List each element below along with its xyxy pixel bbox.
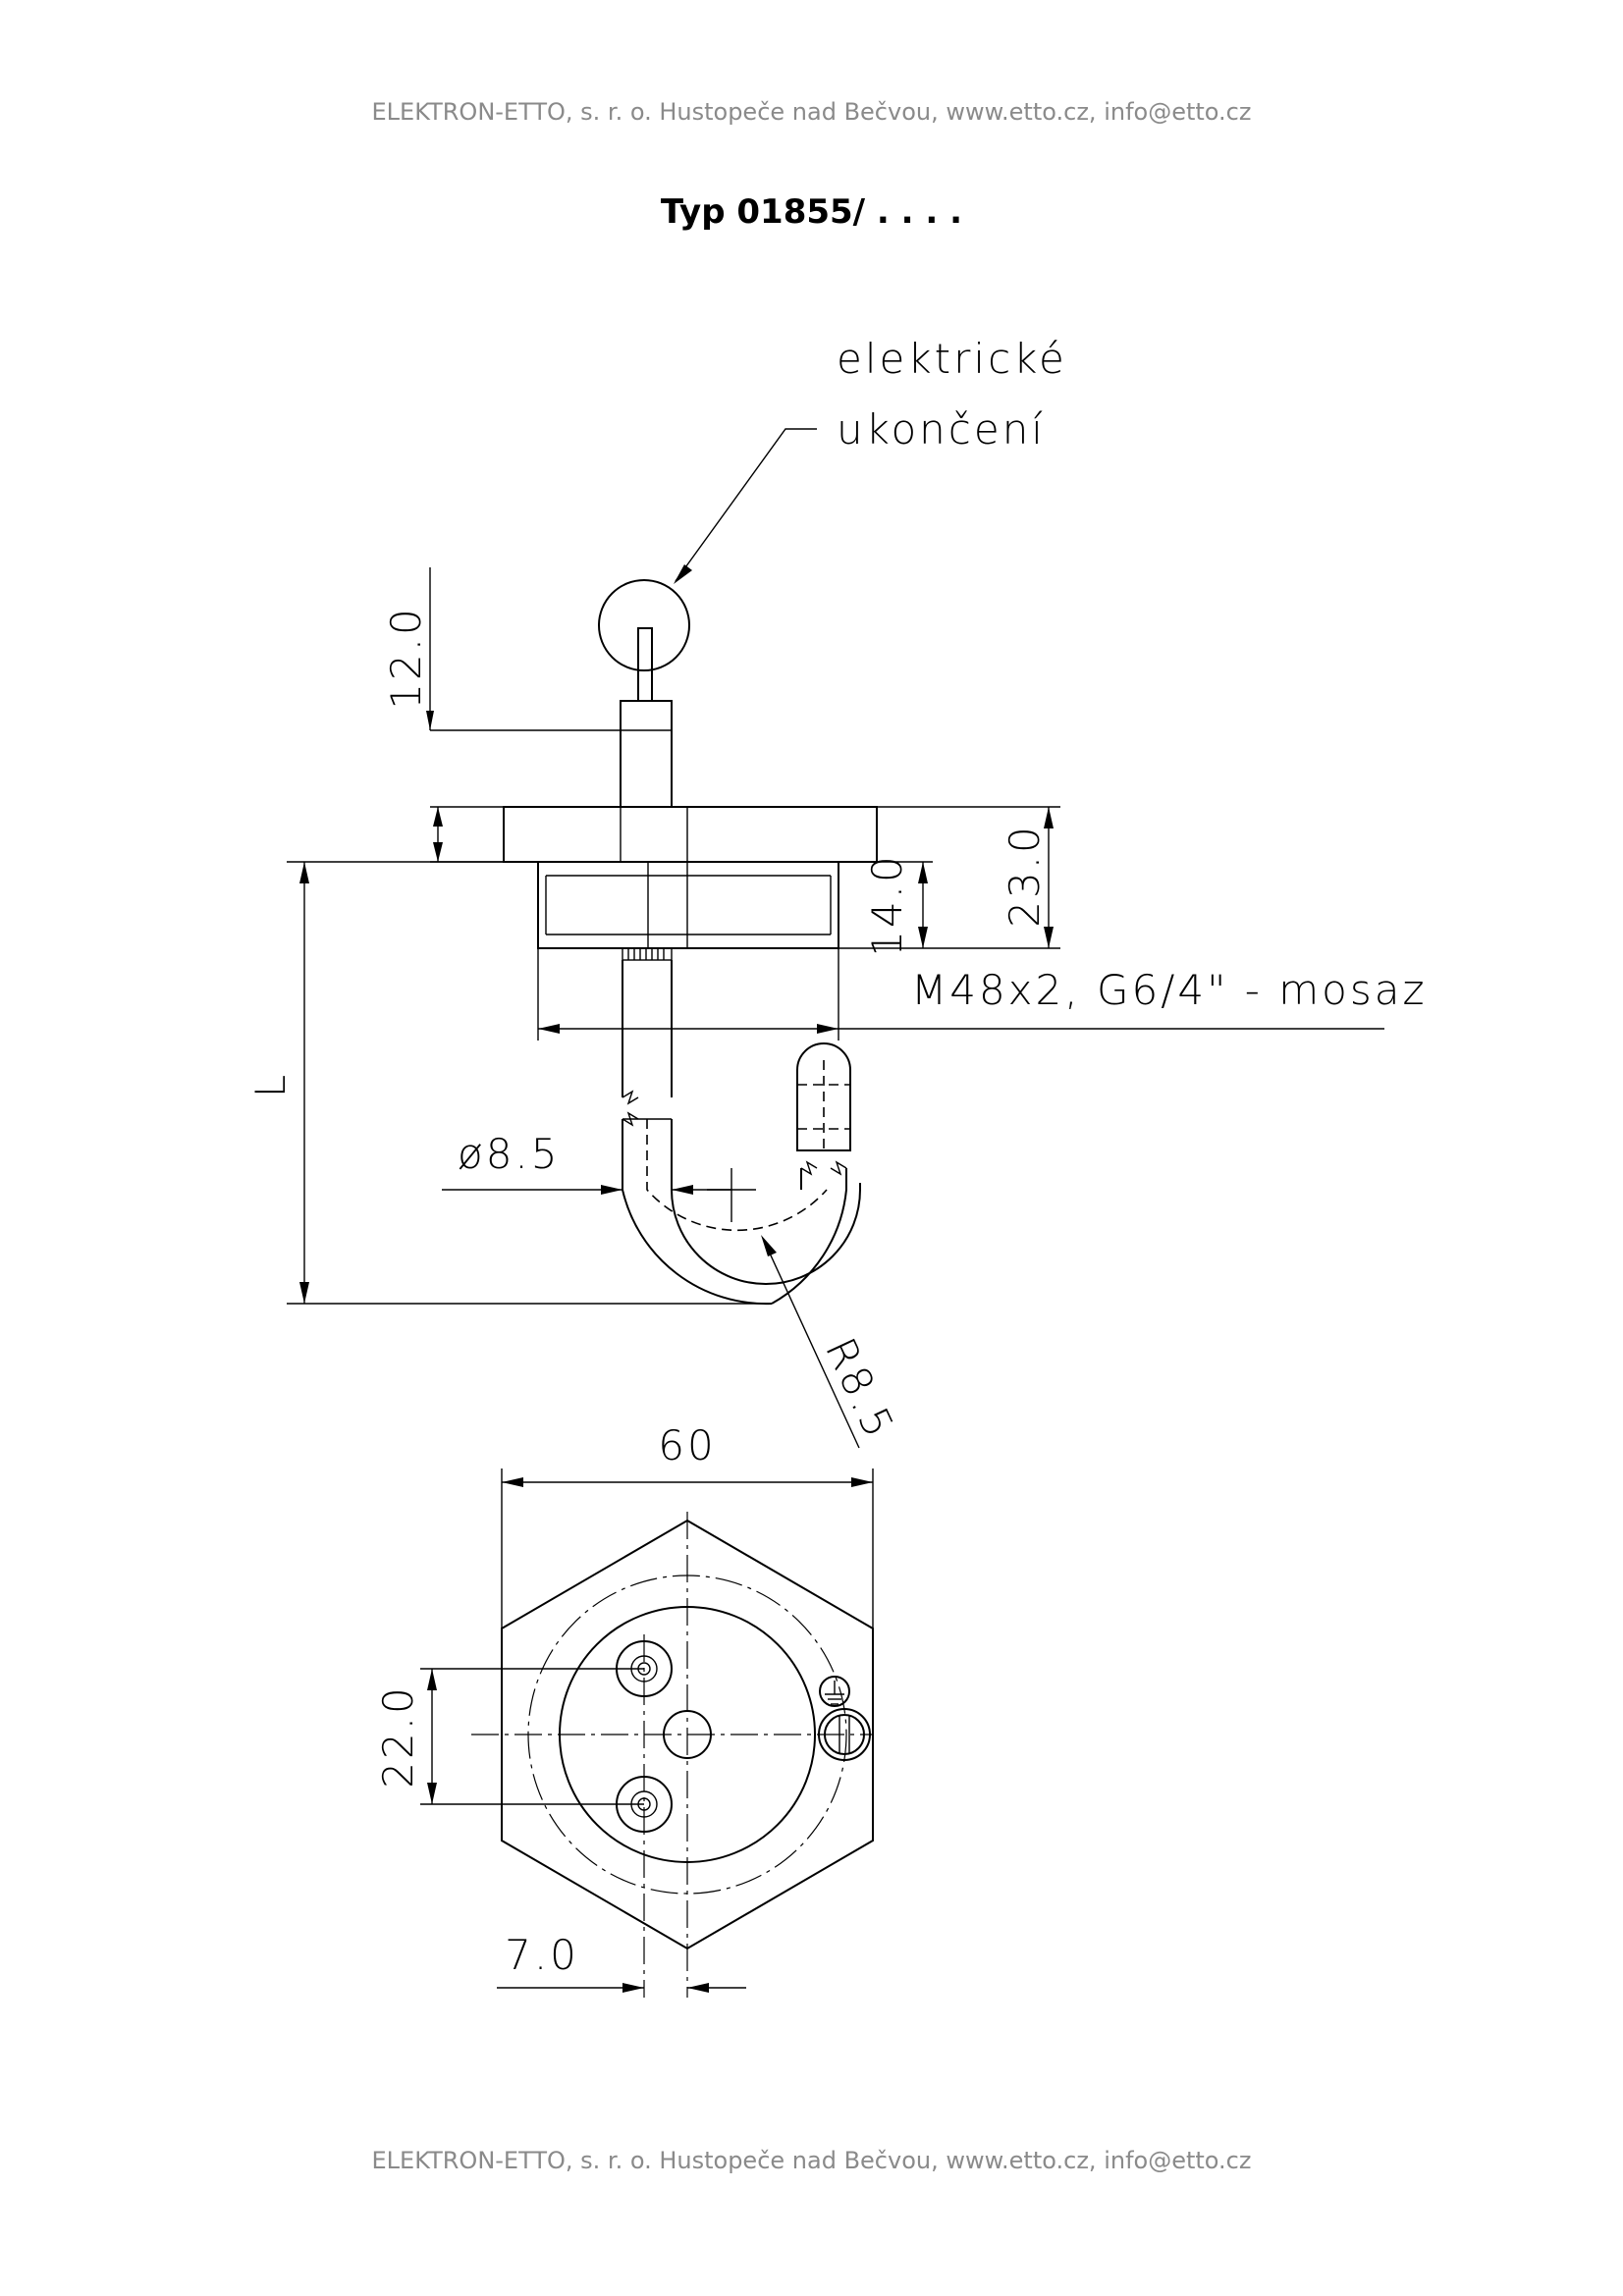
termination-circle xyxy=(598,579,690,671)
u-bend-outer xyxy=(622,1119,773,1306)
side-view xyxy=(503,579,878,1306)
page-title: Typ 01855/ . . . . xyxy=(660,192,963,232)
thread-spec-label: M48x2, G6/4" - mosaz xyxy=(911,966,1428,1014)
dim-tube-dia-label: ø8.5 xyxy=(458,1130,561,1178)
termination-label-line1: elektrické xyxy=(837,335,1067,383)
flange xyxy=(503,806,878,863)
page-footer: ELEKTRON-ETTO, s. r. o. Hustopeče nad Be… xyxy=(371,2147,1252,2174)
dim-spacing-label: 22.0 xyxy=(374,1684,422,1789)
terminal-stem xyxy=(620,700,673,808)
thread-body xyxy=(537,861,839,949)
dim-offset-label: 7.0 xyxy=(505,1931,579,1979)
earth-symbol-icon xyxy=(819,1676,850,1707)
side-dimensions xyxy=(287,428,1384,1449)
dim-flange-label: 23.0 xyxy=(1001,824,1049,928)
end-cap xyxy=(796,1042,851,1151)
dim-radius-label: R8.5 xyxy=(816,1331,904,1448)
terminal-pin xyxy=(637,627,653,702)
top-view xyxy=(471,1512,874,1998)
dim-hex-label: 60 xyxy=(658,1421,716,1469)
page-header: ELEKTRON-ETTO, s. r. o. Hustopeče nad Be… xyxy=(371,98,1252,126)
dim-length-label: L xyxy=(246,1072,295,1097)
dim-thread-label: 14.0 xyxy=(863,853,911,957)
top-dimensions xyxy=(420,1468,874,1993)
dim-pin-label: 12.0 xyxy=(382,606,430,710)
termination-label-line2: ukončení xyxy=(837,405,1046,454)
u-bend-inner xyxy=(671,1119,861,1285)
